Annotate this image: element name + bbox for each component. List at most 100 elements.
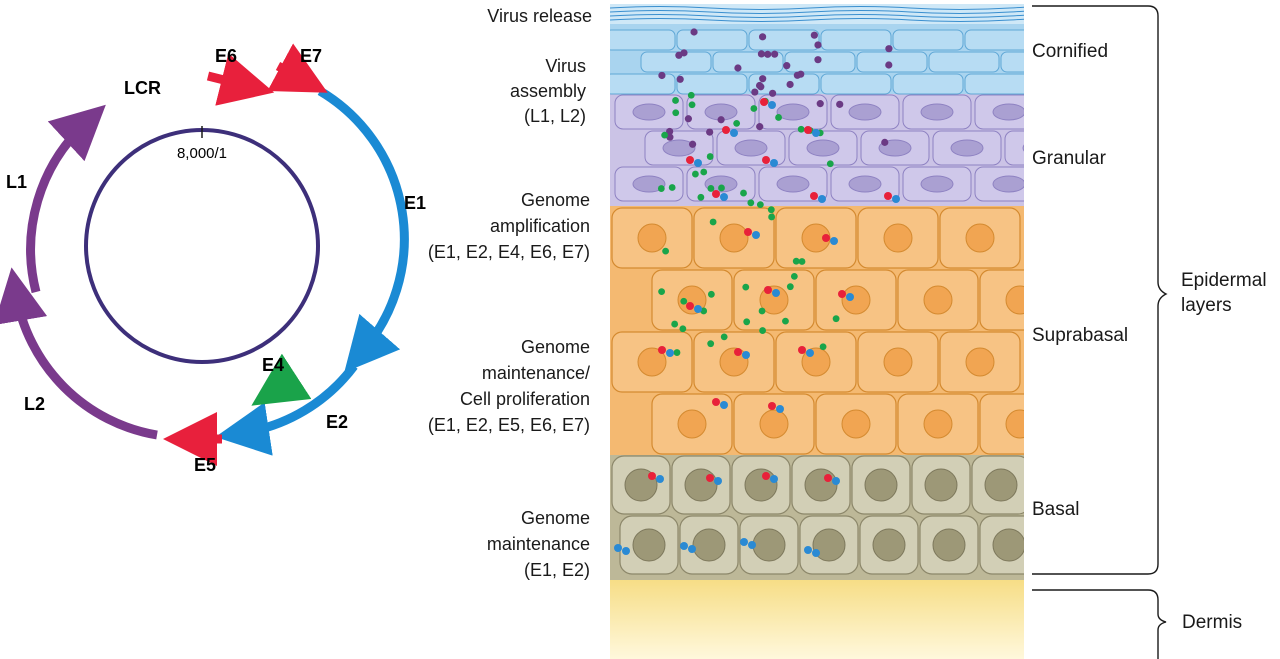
gene-label-l1: L1 bbox=[6, 172, 27, 192]
e4-protein-dot bbox=[756, 201, 764, 209]
virion-dot bbox=[676, 75, 684, 83]
viral-genome-dot bbox=[832, 477, 840, 485]
dermis-layer bbox=[610, 576, 1024, 659]
virion-dot bbox=[751, 88, 759, 96]
stage-labels: Virus release Virus assembly (L1, L2) Ge… bbox=[428, 6, 592, 580]
virion-dot bbox=[816, 100, 824, 108]
virion-dot bbox=[885, 61, 893, 69]
e4-protein-dot bbox=[819, 343, 827, 351]
granular-nucleus bbox=[632, 103, 666, 121]
suprabasal-cell bbox=[979, 269, 1024, 331]
e4-protein-dot bbox=[798, 258, 806, 265]
basal-nucleus bbox=[804, 468, 838, 502]
e4-protein-dot bbox=[792, 257, 800, 265]
viral-genome-dot bbox=[830, 237, 838, 245]
viral-genome-dot bbox=[812, 129, 820, 137]
granular-nucleus bbox=[776, 175, 810, 193]
e4-protein-dot bbox=[718, 184, 725, 192]
basal-nucleus bbox=[924, 468, 958, 502]
release-squame-line bbox=[610, 18, 1024, 22]
viral-genome-dot bbox=[688, 545, 696, 553]
viral-genome-dot bbox=[720, 401, 728, 409]
cornified-cell bbox=[964, 29, 1024, 51]
e4-protein-dot bbox=[657, 185, 665, 192]
e7-arrow bbox=[267, 43, 328, 93]
stage-genome-amplification-line1: Genome bbox=[521, 190, 590, 210]
e4-protein-dot bbox=[750, 105, 758, 112]
e4-protein-dot bbox=[662, 247, 670, 255]
virion-dot bbox=[666, 133, 674, 141]
viral-genome-dot bbox=[770, 159, 778, 167]
e4-protein-dot bbox=[679, 325, 687, 333]
suprabasal-nucleus bbox=[965, 223, 995, 253]
e4-protein-dot bbox=[743, 318, 751, 326]
basal-nucleus bbox=[992, 528, 1024, 562]
genome-ring bbox=[84, 128, 320, 364]
suprabasal-nucleus bbox=[1005, 285, 1024, 315]
suprabasal-nucleus bbox=[719, 347, 749, 377]
virion-dot bbox=[717, 116, 725, 124]
cornified-cell bbox=[1000, 51, 1024, 73]
basal-nucleus bbox=[812, 528, 846, 562]
viral-genome-dot bbox=[712, 190, 720, 198]
e4-protein-dot bbox=[740, 189, 747, 197]
e4-protein-dot bbox=[775, 114, 782, 121]
e4-protein-dot bbox=[668, 184, 676, 191]
stage-maintenance-prolif-line3: Cell proliferation bbox=[460, 389, 590, 409]
cornified-cell bbox=[892, 29, 964, 51]
layer-epidermal-line1: Epidermal bbox=[1181, 270, 1267, 291]
granular-nucleus bbox=[920, 103, 954, 121]
viral-genome-dot bbox=[720, 193, 728, 201]
granular-nucleus bbox=[992, 175, 1024, 193]
e6-arrow bbox=[206, 53, 275, 106]
suprabasal-nucleus bbox=[677, 409, 707, 439]
virion-dot bbox=[885, 45, 893, 53]
gene-label-e5: E5 bbox=[194, 455, 216, 475]
suprabasal-nucleus bbox=[841, 409, 871, 439]
gene-label-l2: L2 bbox=[24, 394, 45, 414]
viral-genome-dot bbox=[730, 129, 738, 137]
stage-genome-maintenance-line2: maintenance bbox=[487, 534, 590, 554]
cornified-cell bbox=[928, 51, 1000, 73]
virion-dot bbox=[756, 123, 764, 131]
cornified-cell bbox=[964, 73, 1024, 95]
virion-dot bbox=[771, 50, 779, 58]
granular-nucleus bbox=[1022, 144, 1024, 152]
basal-nucleus bbox=[632, 528, 666, 562]
stage-genome-maintenance-line3: (E1, E2) bbox=[524, 560, 590, 580]
e4-protein-dot bbox=[707, 340, 715, 348]
granular-nucleus bbox=[920, 175, 954, 193]
cornified-cell bbox=[820, 29, 892, 51]
e4-protein-dot bbox=[700, 168, 708, 176]
virion-dot bbox=[836, 100, 844, 108]
virion-dot bbox=[814, 41, 822, 49]
suprabasal-nucleus bbox=[637, 347, 667, 377]
granular-nucleus bbox=[992, 103, 1024, 121]
virion-dot bbox=[734, 64, 742, 72]
viral-genome-dot bbox=[884, 192, 892, 200]
viral-genome-dot bbox=[658, 346, 666, 354]
e4-protein-dot bbox=[706, 153, 714, 160]
e4-protein-dot bbox=[680, 297, 688, 305]
e4-arrow bbox=[251, 353, 312, 406]
e4-protein-dot bbox=[658, 288, 666, 296]
basal-nucleus bbox=[872, 528, 906, 562]
stage-maintenance-prolif-line1: Genome bbox=[521, 337, 590, 357]
cornified-cell bbox=[748, 29, 820, 51]
gene-label-e7: E7 bbox=[300, 46, 322, 66]
viral-genome-dot bbox=[838, 290, 846, 298]
virion-dot bbox=[764, 50, 772, 58]
viral-genome-dot bbox=[768, 101, 776, 109]
e4-protein-dot bbox=[826, 160, 834, 168]
viral-genome-dot bbox=[810, 192, 818, 200]
suprabasal-nucleus bbox=[1005, 409, 1024, 439]
e4-protein-dot bbox=[733, 119, 741, 127]
granular-nucleus bbox=[776, 103, 810, 121]
viral-genome-dot bbox=[752, 231, 760, 239]
e4-protein-dot bbox=[688, 101, 696, 109]
viral-genome-dot bbox=[892, 195, 900, 203]
granular-nucleus bbox=[734, 139, 768, 157]
viral-genome-dot bbox=[846, 293, 854, 301]
layer-labels: Cornified Granular Suprabasal Basal Epid… bbox=[1032, 41, 1267, 633]
e4-protein-dot bbox=[671, 320, 679, 328]
